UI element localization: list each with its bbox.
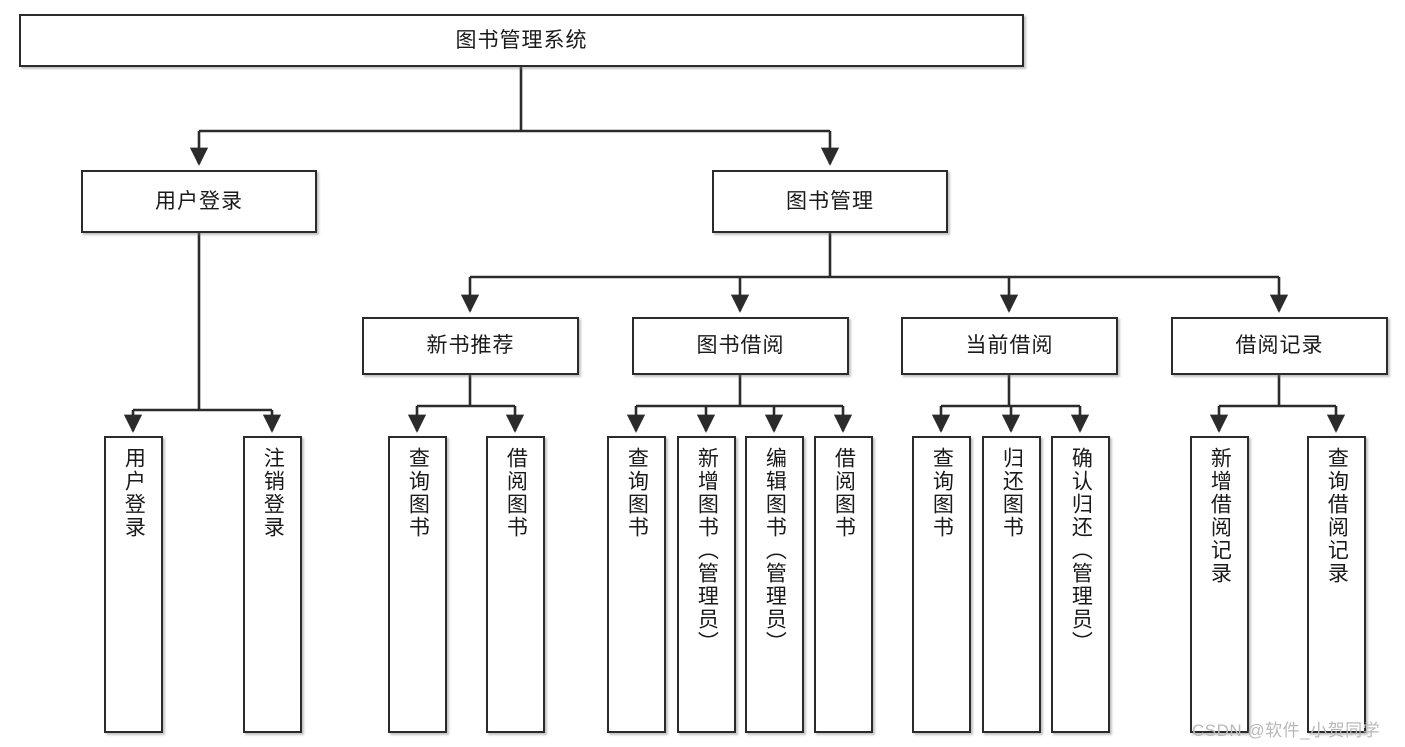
node-current-borrow[interactable]: 当前借阅 — [901, 317, 1118, 375]
leaf-add-book[interactable]: 新增图书（管理员） — [677, 436, 736, 733]
node-book-borrow[interactable]: 图书借阅 — [632, 317, 849, 375]
leaf-borrow-book-2-label: 借阅图书 — [832, 447, 856, 539]
node-user-login-label: 用户登录 — [155, 189, 243, 213]
leaf-add-book-label: 新增图书（管理员） — [695, 447, 719, 654]
watermark: CSDN @软件_小贺同学 — [1192, 721, 1381, 740]
leaf-borrow-book-2[interactable]: 借阅图书 — [814, 436, 873, 733]
leaf-query-borrow-record-label: 查询借阅记录 — [1325, 447, 1349, 585]
node-new-book-recommend[interactable]: 新书推荐 — [362, 317, 579, 375]
leaf-user-login[interactable]: 用户登录 — [104, 436, 163, 733]
leaf-user-logout-label: 注销登录 — [261, 447, 285, 539]
leaf-query-book-3-label: 查询图书 — [930, 447, 954, 539]
node-user-login[interactable]: 用户登录 — [81, 170, 317, 233]
leaf-user-logout[interactable]: 注销登录 — [243, 436, 302, 733]
leaf-query-book-3[interactable]: 查询图书 — [912, 436, 971, 733]
node-root-label: 图书管理系统 — [455, 28, 588, 52]
leaf-add-borrow-record[interactable]: 新增借阅记录 — [1190, 436, 1249, 733]
leaf-query-book-2[interactable]: 查询图书 — [607, 436, 666, 733]
leaf-confirm-return[interactable]: 确认归还（管理员） — [1051, 436, 1110, 733]
leaf-user-login-label: 用户登录 — [122, 447, 146, 539]
leaf-return-book-label: 归还图书 — [1000, 447, 1024, 539]
leaf-confirm-return-label: 确认归还（管理员） — [1069, 447, 1093, 654]
leaf-borrow-book-1-label: 借阅图书 — [504, 447, 528, 539]
leaf-add-borrow-record-label: 新增借阅记录 — [1208, 447, 1232, 585]
node-book-management[interactable]: 图书管理 — [712, 170, 948, 233]
leaf-query-borrow-record[interactable]: 查询借阅记录 — [1307, 436, 1366, 733]
node-book-borrow-label: 图书借阅 — [696, 334, 785, 358]
leaf-return-book[interactable]: 归还图书 — [982, 436, 1041, 733]
leaf-query-book-2-label: 查询图书 — [625, 447, 649, 539]
leaf-edit-book-label: 编辑图书（管理员） — [763, 447, 787, 654]
node-borrow-records[interactable]: 借阅记录 — [1171, 317, 1388, 375]
leaf-query-book-1[interactable]: 查询图书 — [388, 436, 447, 733]
node-current-borrow-label: 当前借阅 — [965, 334, 1054, 358]
leaf-query-book-1-label: 查询图书 — [406, 447, 430, 539]
leaf-edit-book[interactable]: 编辑图书（管理员） — [745, 436, 804, 733]
node-book-management-label: 图书管理 — [786, 189, 874, 213]
leaf-borrow-book-1[interactable]: 借阅图书 — [486, 436, 545, 733]
node-borrow-records-label: 借阅记录 — [1235, 334, 1324, 358]
node-root[interactable]: 图书管理系统 — [19, 14, 1024, 67]
node-new-book-recommend-label: 新书推荐 — [426, 334, 515, 358]
